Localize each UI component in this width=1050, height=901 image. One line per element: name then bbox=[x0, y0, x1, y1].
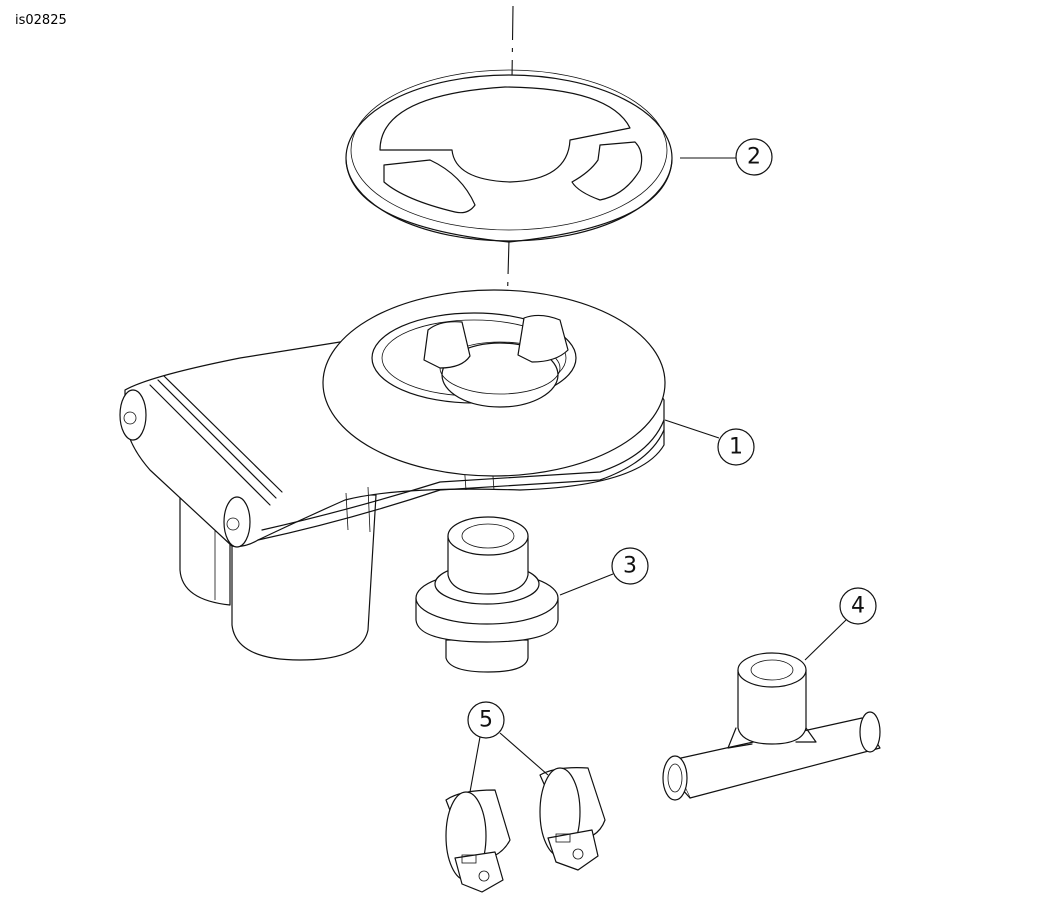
leader-3 bbox=[559, 573, 614, 596]
pump-housing bbox=[119, 289, 666, 661]
leader-5b bbox=[499, 732, 549, 776]
leader-lines bbox=[469, 157, 847, 793]
callout-4: 4 bbox=[839, 587, 877, 625]
lock-ring bbox=[345, 69, 673, 243]
hose-clamp-right bbox=[539, 767, 606, 871]
callout-number: 1 bbox=[729, 435, 743, 460]
figure-id: is02825 bbox=[15, 13, 67, 28]
callout-number: 4 bbox=[851, 594, 865, 619]
callout-number: 5 bbox=[479, 708, 493, 733]
callout-number: 2 bbox=[747, 145, 761, 170]
callout-2: 2 bbox=[735, 138, 773, 176]
callout-3: 3 bbox=[611, 547, 649, 585]
callout-number: 3 bbox=[623, 554, 637, 579]
callout-5: 5 bbox=[467, 701, 505, 739]
leader-5a bbox=[469, 736, 481, 793]
hose-clamps bbox=[445, 767, 606, 893]
hose-clamp-left bbox=[445, 789, 511, 893]
callout-1: 1 bbox=[717, 428, 755, 466]
tee-connector bbox=[662, 652, 881, 801]
leader-1 bbox=[664, 419, 720, 439]
leader-4 bbox=[804, 619, 847, 661]
fitting bbox=[415, 516, 559, 673]
